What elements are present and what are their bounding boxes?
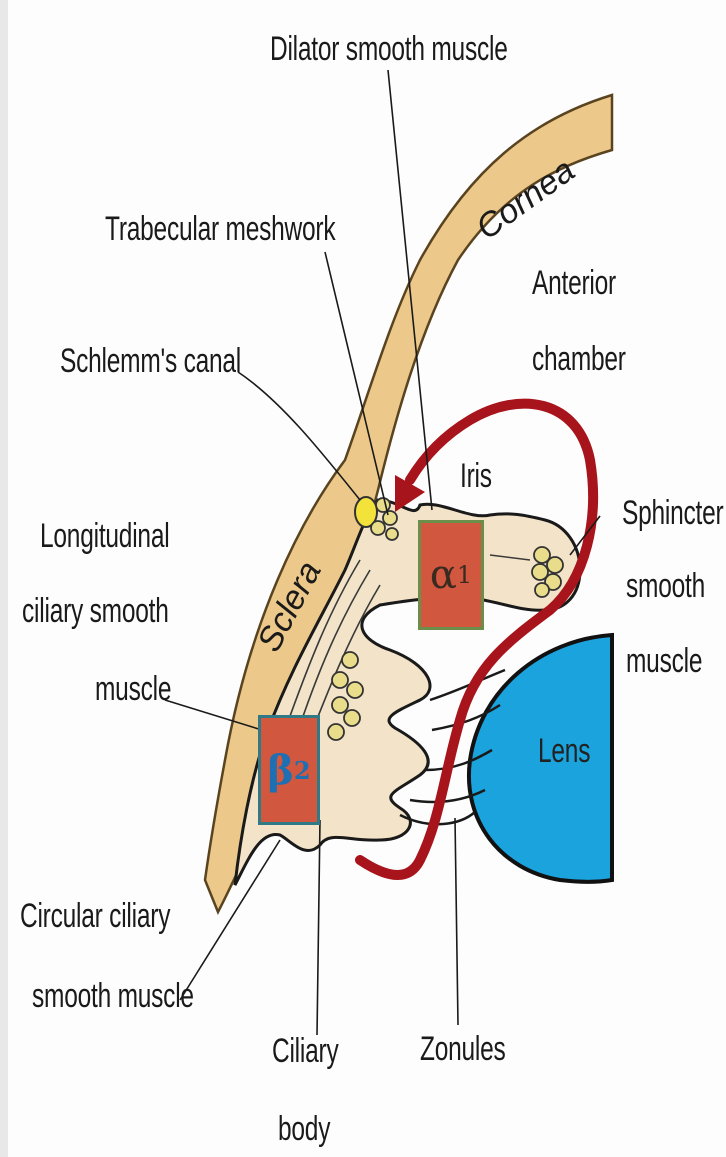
label-circular-smooth-muscle: smooth muscle — [32, 975, 194, 1017]
label-sphincter-muscle: muscle — [626, 640, 702, 682]
label-trabecular-meshwork: Trabecular meshwork — [105, 208, 335, 250]
label-ciliary: Ciliary — [272, 1030, 338, 1072]
label-iris: Iris — [460, 455, 492, 497]
label-longitudinal-muscle: muscle — [95, 668, 171, 710]
label-ciliary-smooth: ciliary smooth — [22, 590, 169, 632]
alpha-symbol: α — [430, 552, 457, 598]
label-smooth: smooth — [626, 565, 705, 607]
label-chamber: chamber — [532, 338, 626, 380]
label-dilator-smooth-muscle: Dilator smooth muscle — [270, 28, 508, 70]
alpha-subscript: 1 — [457, 561, 472, 589]
label-zonules: Zonules — [420, 1028, 506, 1070]
label-longitudinal: Longitudinal — [40, 515, 169, 557]
label-lens: Lens — [538, 730, 590, 772]
label-sphincter: Sphincter — [622, 492, 723, 534]
label-anterior: Anterior — [532, 262, 616, 304]
label-schlemms-canal: Schlemm's canal — [60, 340, 241, 382]
beta-symbol: β — [267, 747, 294, 794]
label-body: body — [278, 1108, 330, 1150]
label-circular-ciliary: Circular ciliary — [20, 895, 170, 937]
beta-subscript: 2 — [294, 756, 311, 785]
